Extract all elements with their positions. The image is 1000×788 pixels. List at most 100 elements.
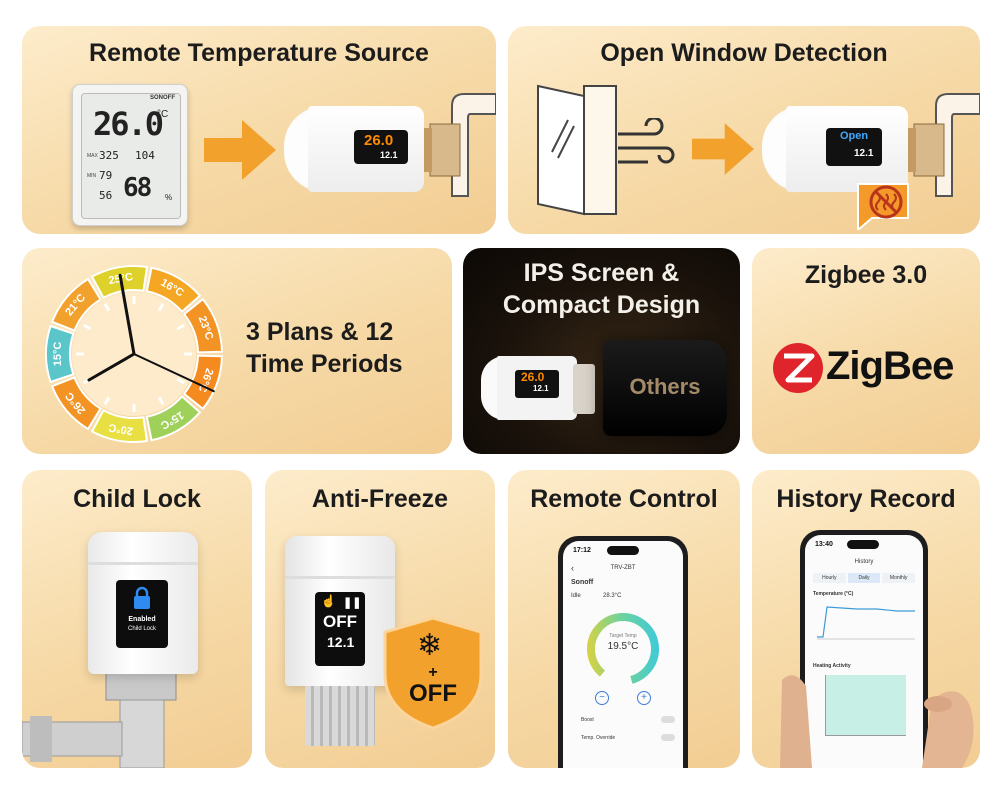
- card-child-lock: Child Lock Enabled Child Lock: [22, 470, 252, 768]
- schedule-segment: [50, 277, 102, 332]
- phone-remote: 17:12 ‹ TRV-ZBT Sonoff Idle 28.3°C Targe…: [558, 536, 688, 768]
- clock-hand: [133, 353, 215, 393]
- card-title: Anti-Freeze: [311, 485, 449, 513]
- sensor-row2-left: 79: [99, 169, 113, 182]
- increase-button[interactable]: +: [637, 691, 651, 705]
- trv-screen-temp: 26.0: [364, 132, 394, 149]
- clock-tick: [103, 396, 111, 405]
- arrow-right-icon: [204, 120, 276, 180]
- anti-freeze-screen-state: OFF: [323, 612, 357, 631]
- schedule-segment: [182, 354, 223, 411]
- schedule-segment: [50, 376, 102, 431]
- sensor-humidity: 68: [123, 173, 152, 203]
- temperature-line-chart: [817, 606, 915, 640]
- pipe-valve-illustration: [422, 93, 496, 197]
- schedule-segment: [145, 266, 202, 314]
- status-time: 17:12: [573, 547, 591, 554]
- card-title: Zigbee 3.0: [804, 261, 928, 289]
- shield-badge-icon: [383, 616, 483, 730]
- ips-trv-sub: 12.1: [533, 384, 549, 393]
- sensor-unit: °C: [157, 109, 169, 120]
- phone-history: 13:40 History Hourly Daily Monthly Tempe…: [800, 530, 928, 768]
- override-toggle[interactable]: [661, 734, 675, 741]
- sensor-label-max: MAX: [87, 153, 98, 159]
- plans-title-line2: Time Periods: [246, 350, 403, 378]
- schedule-segment: [90, 408, 149, 443]
- tab-hourly[interactable]: Hourly: [813, 573, 846, 583]
- boost-row-label: Boost: [581, 717, 594, 723]
- card-open-window-detection: Open Window Detection Open 12.1: [508, 26, 980, 234]
- card-title: Remote Control: [530, 485, 718, 513]
- tab-daily[interactable]: Daily: [847, 573, 881, 583]
- clock-tick: [176, 323, 185, 331]
- clock-tick: [83, 323, 92, 331]
- history-header: History: [854, 559, 874, 565]
- card-ips-screen: IPS Screen & Compact Design 26.0 12.1 Ot…: [463, 248, 740, 454]
- sensor-label-min: MIN: [87, 173, 97, 179]
- trv-screen-sub: 12.1: [380, 150, 398, 160]
- chart2-title: Heating Activity: [813, 663, 851, 669]
- heating-off-badge-icon: [857, 183, 909, 230]
- decrease-button[interactable]: −: [595, 691, 609, 705]
- sensor-temperature: 26.0: [93, 105, 164, 143]
- schedule-segment: [45, 324, 75, 384]
- sensor-row1-left: 325: [99, 149, 119, 162]
- heating-activity-chart: [825, 675, 906, 736]
- window-icon: [537, 84, 617, 216]
- target-temp-label: Target Temp: [609, 633, 637, 639]
- anti-freeze-screen-temp: 12.1: [327, 634, 355, 650]
- child-lock-screen-line2: Child Lock: [127, 626, 156, 632]
- override-row-label: Temp. Override: [581, 735, 616, 741]
- back-arrow-icon[interactable]: ‹: [571, 563, 574, 573]
- clock-tick: [157, 303, 165, 312]
- lock-icon: [134, 586, 150, 609]
- zigbee-logo-text: ZigBee: [826, 344, 954, 388]
- arrow-right-icon: [692, 123, 754, 175]
- card-title: Child Lock: [73, 485, 201, 513]
- device-name: TRV-ZBT: [610, 565, 636, 571]
- tab-monthly[interactable]: Monthly: [882, 573, 916, 583]
- sensor-row1-right: 104: [135, 149, 155, 162]
- card-remote-temperature-source: Remote Temperature Source SONOFF 26.0 °C…: [22, 26, 496, 234]
- badge-off: OFF: [409, 680, 457, 707]
- child-lock-thermostat: Enabled Child Lock: [88, 532, 198, 674]
- status-time: 13:40: [815, 541, 833, 548]
- others-device: Others: [603, 340, 727, 436]
- clock-hand: [118, 273, 136, 356]
- ips-title-line1: IPS Screen &: [523, 259, 680, 287]
- app-brand: Sonoff: [571, 579, 594, 586]
- plans-title-line1: 3 Plans & 12: [246, 318, 394, 346]
- sensor-brand: SONOFF: [150, 95, 175, 101]
- schedule-segment-label: 15°C: [52, 342, 64, 367]
- target-temp: 19.5°C: [607, 641, 639, 652]
- temperature-sensor: SONOFF 26.0 °C MAX 325 104 MIN 79 56 68 …: [72, 84, 188, 226]
- ips-trv-temp: 26.0: [521, 370, 545, 384]
- trv-screen-label: Open: [840, 130, 869, 142]
- temperature-dial[interactable]: [583, 609, 663, 689]
- wind-icon: [618, 118, 675, 164]
- card-plans-time-periods: 25°C16°C23°C26°C15°C20°C26°C15°C21°C 3 P…: [22, 248, 452, 454]
- schedule-segment: [145, 394, 202, 442]
- schedule-segment: [90, 265, 149, 300]
- card-anti-freeze: Anti-Freeze ☝ ❚❚ OFF 12.1 ❄ + OFF: [265, 470, 495, 768]
- schedule-segment: [182, 297, 223, 354]
- card-history-record: History Record 13:40 History Hourly Dail…: [752, 470, 980, 768]
- card-title: Remote Temperature Source: [89, 39, 429, 67]
- snowflake-icon: ❄: [417, 629, 443, 662]
- child-lock-screen-line1: Enabled: [128, 616, 156, 623]
- card-zigbee: Zigbee 3.0 ZigBee: [752, 248, 980, 454]
- pipe-valve-illustration: [906, 93, 980, 197]
- boost-toggle[interactable]: [661, 716, 675, 723]
- clock-tick: [176, 377, 185, 385]
- sensor-humidity-unit: %: [165, 193, 173, 202]
- anti-freeze-thermostat: ☝ ❚❚ OFF 12.1: [285, 536, 395, 686]
- pause-icon: ❚❚: [343, 597, 362, 609]
- card-remote-control: Remote Control 17:12 ‹ TRV-ZBT Sonoff Id…: [508, 470, 740, 768]
- sensor-row2-right: 56: [99, 189, 113, 202]
- clock-tick: [103, 303, 111, 312]
- current-temp: 28.3°C: [603, 593, 622, 599]
- trv-screen-sub: 12.1: [854, 148, 874, 159]
- zigbee-logo-icon: [773, 343, 823, 393]
- pipe-illustration: [22, 670, 177, 768]
- card-title: Open Window Detection: [600, 39, 888, 67]
